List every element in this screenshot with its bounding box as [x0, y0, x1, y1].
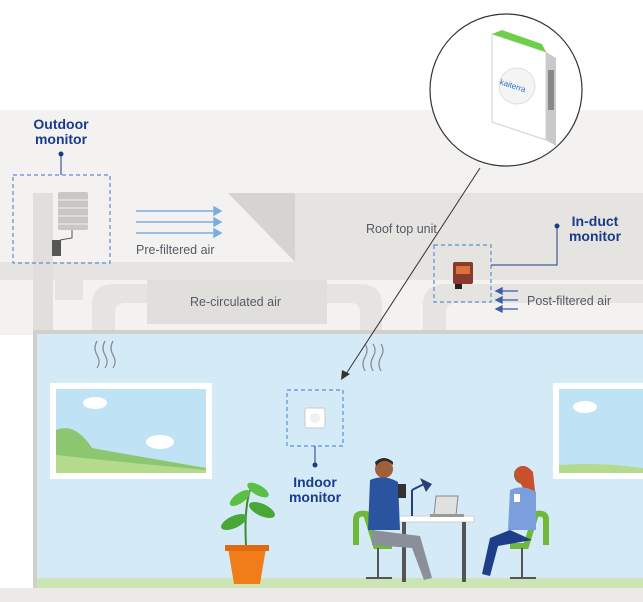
zoom-pointer-line [345, 167, 481, 375]
airflow-up-arrows [362, 343, 384, 372]
desk-scene [353, 458, 549, 582]
ground-line [0, 588, 643, 602]
outdoor-sensor-icon [52, 192, 88, 256]
roof-top-unit [228, 193, 643, 262]
post-filtered-air-arrows [494, 286, 518, 314]
in-duct-sensor-icon [453, 262, 473, 289]
in-duct-monitor-frame [433, 244, 492, 303]
in-duct-callout-line [491, 226, 558, 266]
pre-filtered-air-label: Pre-filtered air [136, 243, 215, 257]
re-circulated-air-label: Re-circulated air [190, 295, 282, 309]
device-closeup-icon [491, 30, 556, 146]
recirc-duct-body [147, 280, 327, 324]
indoor-sensor-icon [304, 407, 326, 429]
outdoor-intake [55, 262, 83, 300]
ceiling-line [33, 330, 643, 334]
roof-top-unit-label: Roof top unit [366, 222, 437, 236]
person-icon [482, 466, 536, 576]
left-wall [33, 330, 37, 588]
airflow-down-arrows [94, 340, 116, 369]
person-icon [368, 458, 432, 580]
window-right [553, 383, 643, 479]
post-filtered-air-label: Post-filtered air [527, 294, 612, 308]
pre-filtered-air-arrows [136, 205, 223, 239]
room-floor [33, 578, 643, 588]
plant-icon [221, 482, 275, 584]
laptop-icon [430, 495, 464, 517]
outdoor-monitor-frame [12, 174, 111, 264]
main-duct [0, 262, 643, 280]
roof-top-unit-slope [228, 193, 295, 262]
zoom-pointer-arrowhead [341, 370, 350, 380]
supply-duct [423, 284, 643, 332]
window-left [50, 383, 212, 479]
desk-lamp-icon [411, 478, 432, 516]
